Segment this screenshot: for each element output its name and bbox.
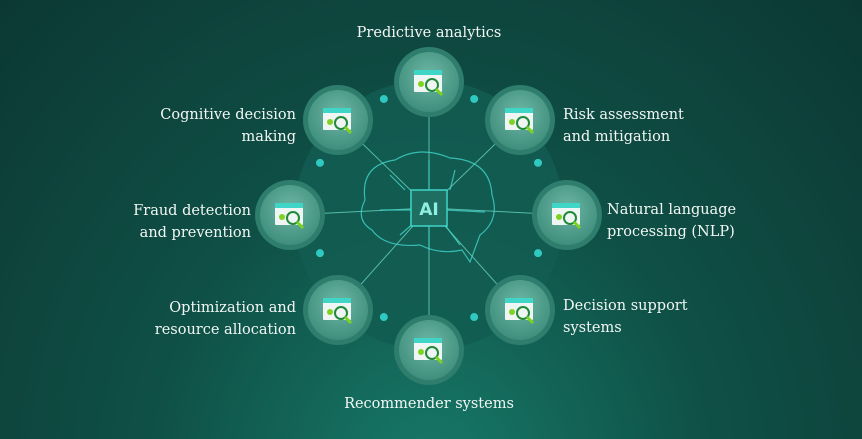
brain-circuit-icon: [360, 151, 495, 264]
ai-label: AI: [419, 200, 438, 220]
node-risk: [485, 85, 555, 155]
bug-magnifier-icon: [505, 108, 535, 135]
node-cognitive: [303, 85, 373, 155]
label-recommender: Recommender systems: [344, 396, 514, 412]
node-recommender: [394, 315, 464, 385]
node-decision-support: [485, 275, 555, 345]
node-nlp: [532, 180, 602, 250]
route-pin-icon: [323, 298, 353, 325]
ai-chip: AI: [410, 189, 448, 227]
decor-dots: [315, 94, 543, 322]
shirts-icon: [414, 338, 444, 365]
card-warning-icon: [275, 203, 305, 230]
node-predictive: [394, 47, 464, 117]
focus-shapes-icon: [323, 108, 353, 135]
shield-clock-icon: [505, 298, 535, 325]
node-optimization: [303, 275, 373, 345]
node-fraud: [255, 180, 325, 250]
label-predictive: Predictive analytics: [356, 25, 502, 41]
bar-chart-eye-icon: [414, 70, 444, 97]
speech-bubble-magnifier-icon: [552, 203, 582, 230]
